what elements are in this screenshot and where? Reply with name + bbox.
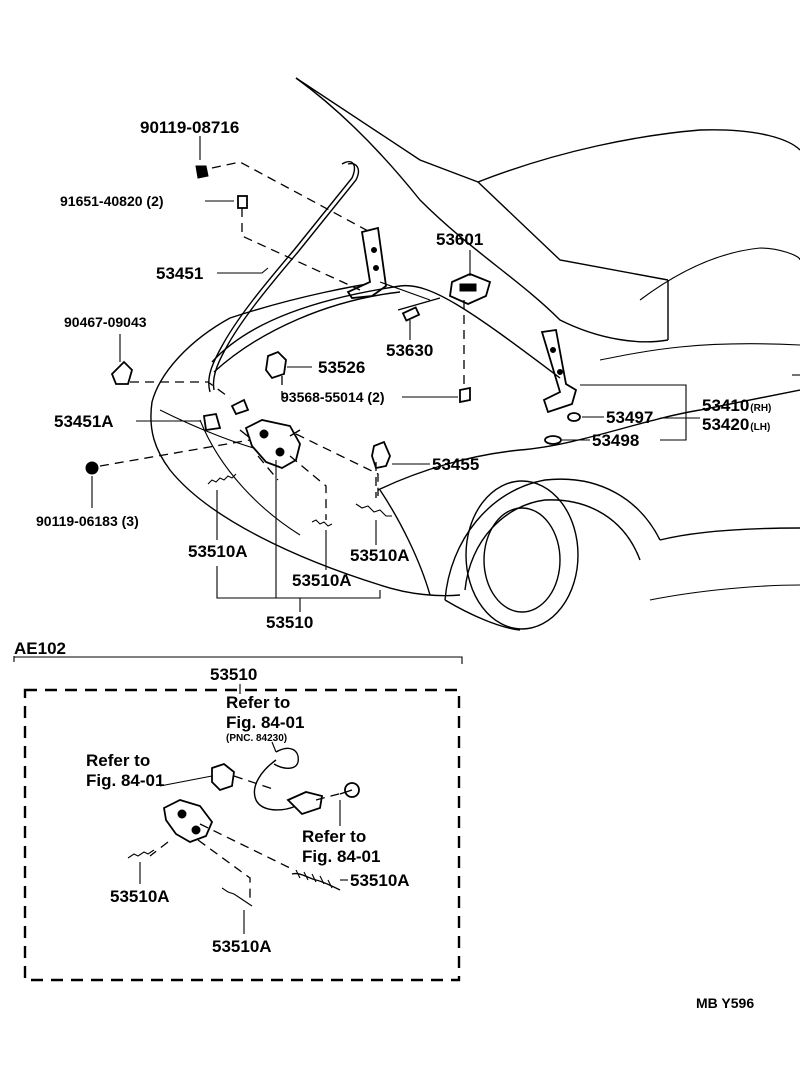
label-53451A: 53451A xyxy=(54,412,114,431)
label-53630: 53630 xyxy=(386,341,433,360)
label-93568-55014: 93568-55014 (2) xyxy=(281,389,385,405)
lock-springs xyxy=(207,473,392,527)
label-53498: 53498 xyxy=(592,431,639,450)
hood-lock-assembly xyxy=(239,419,301,469)
inset-ref-top-2: Fig. 84-01 xyxy=(226,713,304,732)
hood-release-cable xyxy=(211,281,561,379)
label-90119-08716: 90119-08716 xyxy=(140,118,239,137)
label-53601: 53601 xyxy=(436,230,483,249)
inset-spring-left: 53510A xyxy=(110,887,170,906)
inset-ref-top-1: Refer to xyxy=(226,693,290,712)
inset-dashed-frame xyxy=(23,688,461,982)
assembly-dashed-lines xyxy=(99,161,465,520)
inset-ref-left-1: Refer to xyxy=(86,751,150,770)
label-53455: 53455 xyxy=(432,455,479,474)
inset-ae102: AE102 53510 Refer to Fig. 84-01 (PNC. 84… xyxy=(13,639,463,982)
label-53451: 53451 xyxy=(156,264,203,283)
footer-code: MB Y596 xyxy=(696,995,754,1011)
leader-lines xyxy=(91,136,700,612)
part-labels: 90119-08716 91651-40820 (2) 53451 53601 … xyxy=(36,118,771,632)
inset-ref-left-2: Fig. 84-01 xyxy=(86,771,164,790)
label-53410: 53410(RH) xyxy=(702,396,771,415)
car-body-outline xyxy=(150,77,800,631)
inset-title: AE102 xyxy=(14,639,66,658)
inset-ref-right-1: Refer to xyxy=(302,827,366,846)
hood-hinge-right xyxy=(540,328,578,414)
label-53510: 53510 xyxy=(266,613,313,632)
label-53526: 53526 xyxy=(318,358,365,377)
hood-support-rod xyxy=(208,160,360,393)
inset-spring-right: 53510A xyxy=(350,871,410,890)
label-90467-09043: 90467-09043 xyxy=(64,314,147,330)
label-90119-06183: 90119-06183 (3) xyxy=(36,513,139,529)
label-53420: 53420(LH) xyxy=(702,415,770,434)
stay-holder-53601 xyxy=(449,273,492,305)
inset-ref-right-2: Fig. 84-01 xyxy=(302,847,380,866)
inset-spring-bottom: 53510A xyxy=(212,937,272,956)
label-53510A-mid: 53510A xyxy=(292,571,352,590)
hood-hinge-left xyxy=(346,226,387,299)
inset-part-label: 53510 xyxy=(210,665,257,684)
inset-ref-top-3: (PNC. 84230) xyxy=(226,733,287,744)
label-53510A-left: 53510A xyxy=(188,542,248,561)
small-fasteners xyxy=(85,165,581,475)
label-53510A-right: 53510A xyxy=(350,546,410,565)
label-91651-40820: 91651-40820 (2) xyxy=(60,193,164,209)
label-53497: 53497 xyxy=(606,408,653,427)
